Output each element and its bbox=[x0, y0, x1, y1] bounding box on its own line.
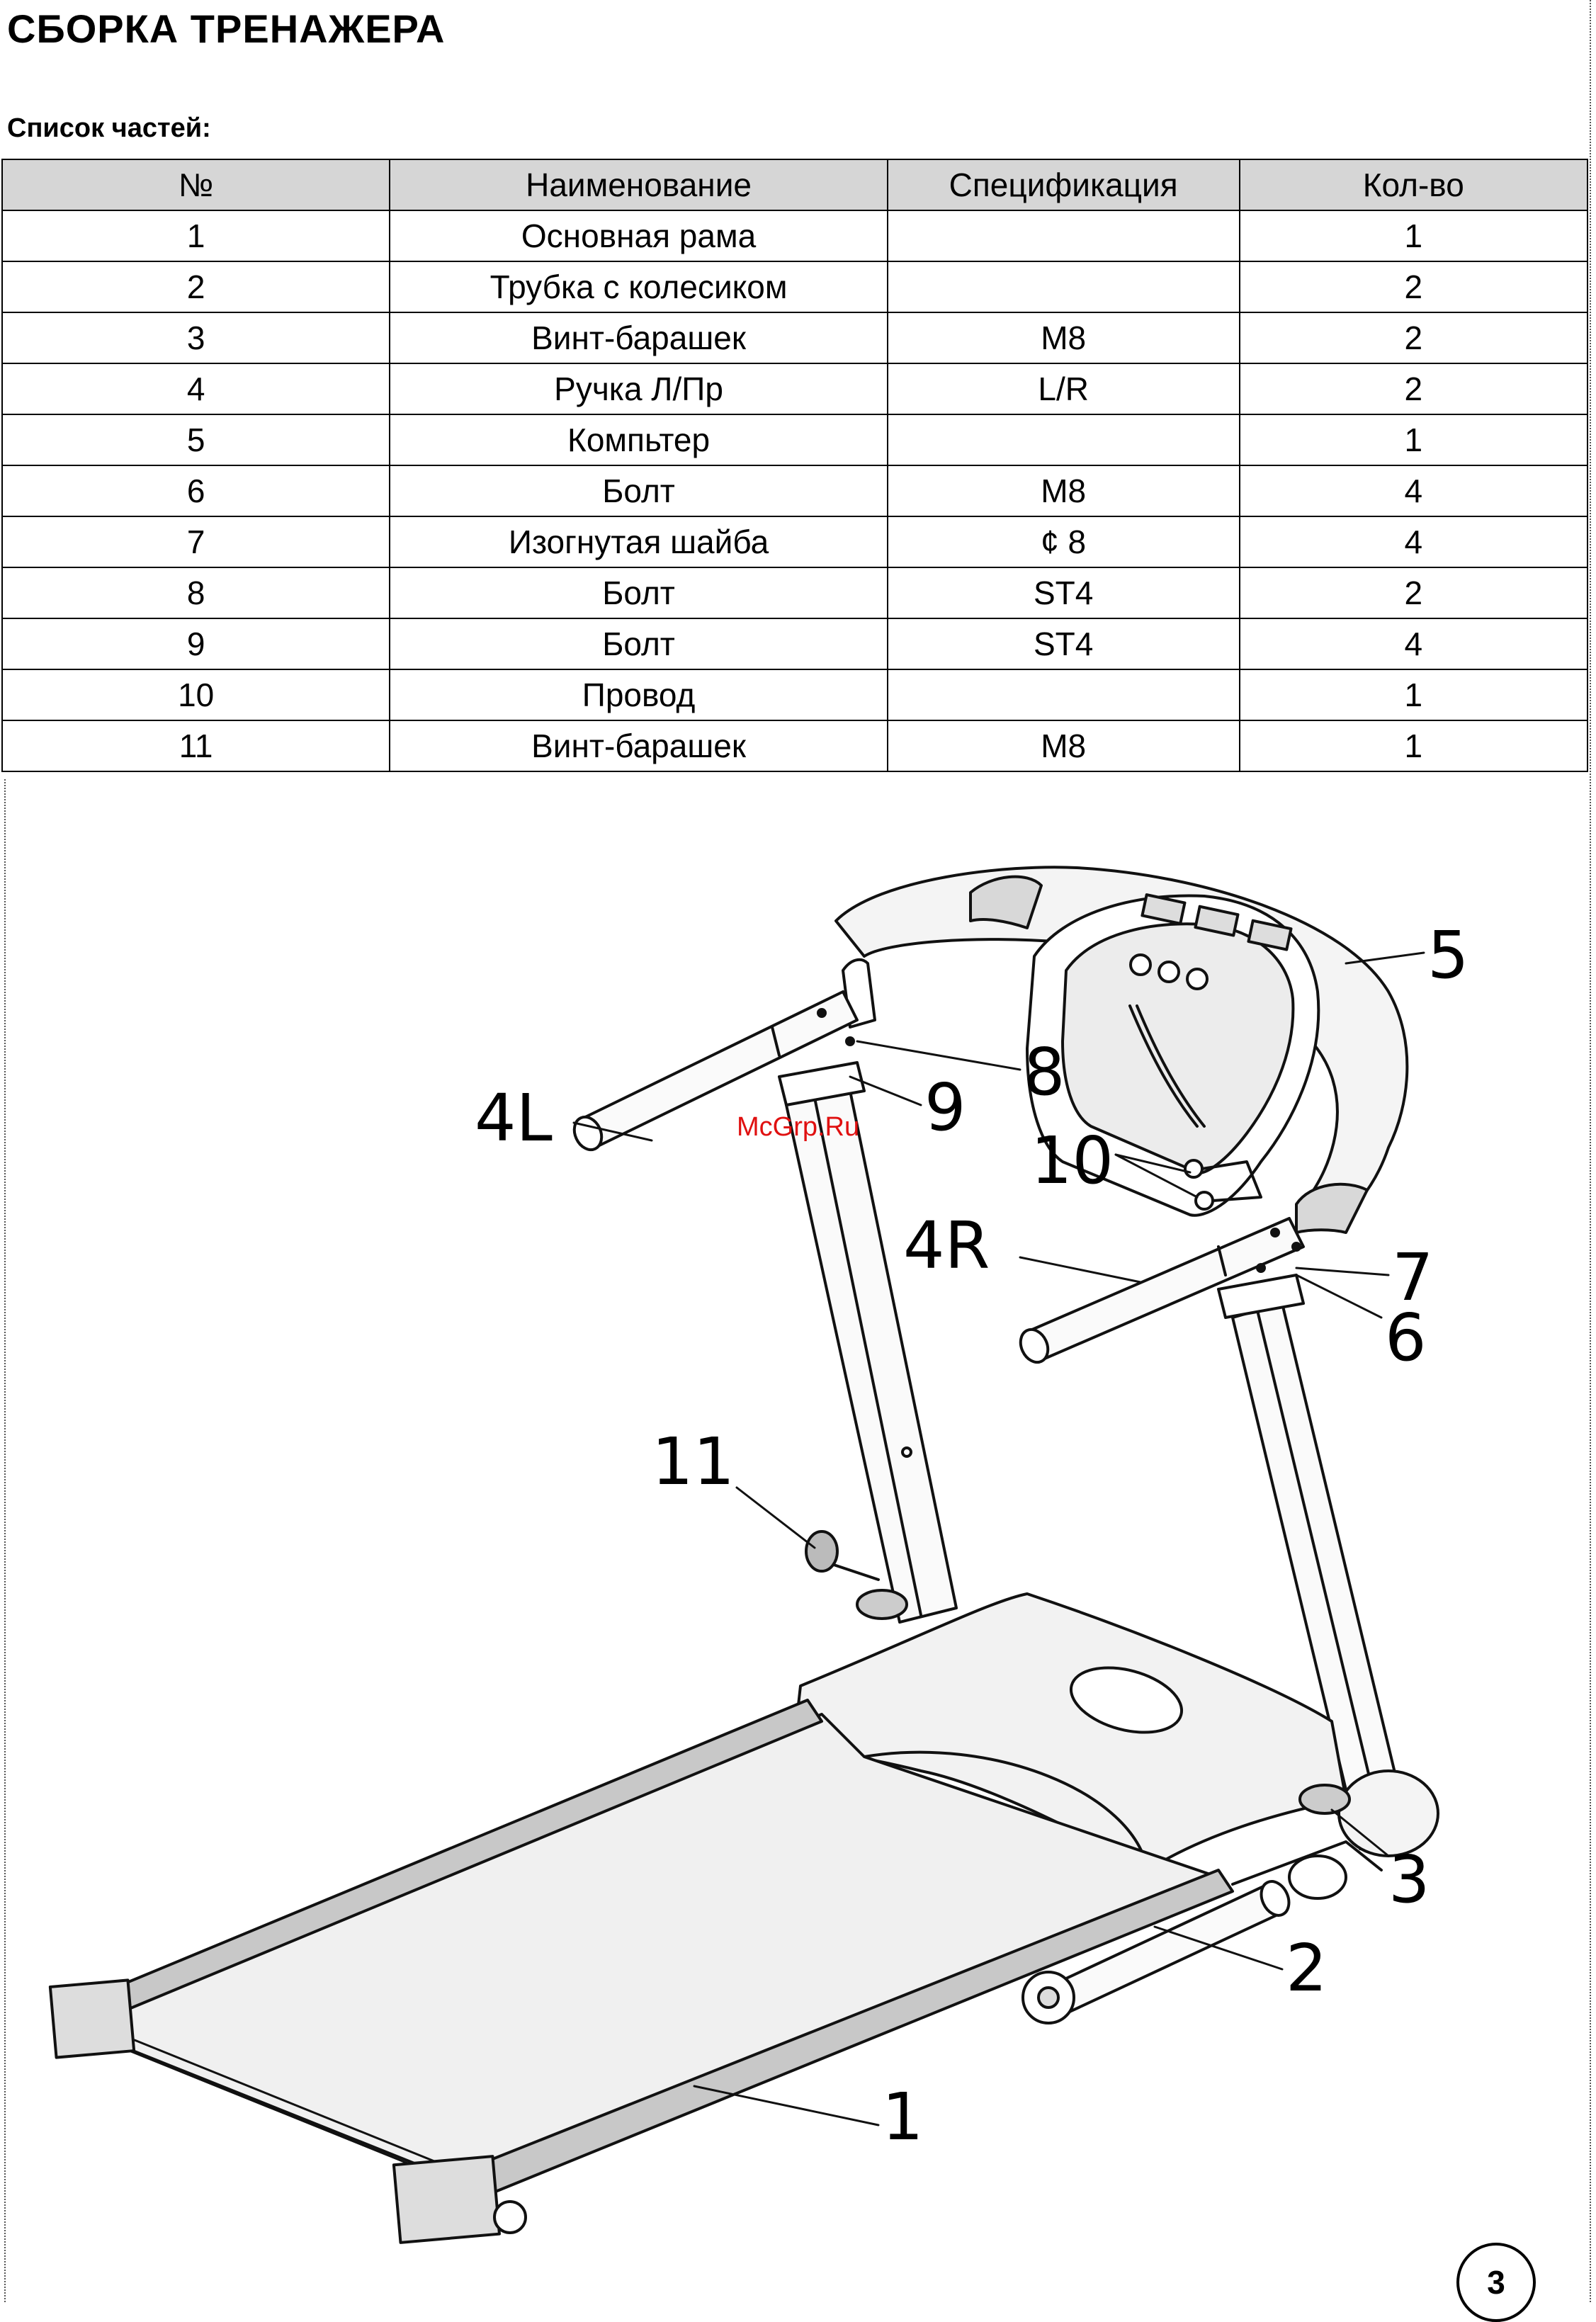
cell-qty: 2 bbox=[1240, 567, 1587, 618]
callout-label-3: 3 bbox=[1388, 1842, 1430, 1918]
cell-qty: 4 bbox=[1240, 465, 1587, 516]
left-upright-part bbox=[779, 1063, 956, 1622]
cell-name: Болт bbox=[390, 465, 887, 516]
cell-number: 1 bbox=[2, 210, 390, 261]
cell-spec: M8 bbox=[888, 720, 1240, 771]
table-row: 5 Компьтер 1 bbox=[2, 414, 1587, 465]
cell-spec: M8 bbox=[888, 465, 1240, 516]
console-part bbox=[836, 867, 1407, 1233]
cell-spec bbox=[888, 210, 1240, 261]
treadmill-exploded-diagram: 5 8 4L 9 10 4R 7 6 11 3 2 1 bbox=[0, 779, 1596, 2321]
cell-spec: ST4 bbox=[888, 618, 1240, 669]
cell-spec bbox=[888, 669, 1240, 720]
table-row: 6 Болт M8 4 bbox=[2, 465, 1587, 516]
cell-qty: 2 bbox=[1240, 312, 1587, 363]
cell-number: 2 bbox=[2, 261, 390, 312]
callout-label-1: 1 bbox=[882, 2079, 924, 2155]
column-header-spec: Спецификация bbox=[888, 159, 1240, 210]
cell-qty: 2 bbox=[1240, 261, 1587, 312]
cell-number: 8 bbox=[2, 567, 390, 618]
cell-name: Компьтер bbox=[390, 414, 887, 465]
cell-number: 7 bbox=[2, 516, 390, 567]
table-row: 8 Болт ST4 2 bbox=[2, 567, 1587, 618]
callout-label-9: 9 bbox=[924, 1070, 966, 1145]
cell-number: 5 bbox=[2, 414, 390, 465]
cell-spec bbox=[888, 261, 1240, 312]
callout-label-4l: 4L bbox=[475, 1080, 553, 1156]
callout-label-6: 6 bbox=[1385, 1300, 1427, 1376]
table-row: 11 Винт-барашек M8 1 bbox=[2, 720, 1587, 771]
cell-number: 10 bbox=[2, 669, 390, 720]
page-number-badge: 3 bbox=[1456, 2243, 1536, 2322]
callout-label-11: 11 bbox=[652, 1424, 735, 1500]
cell-qty: 1 bbox=[1240, 669, 1587, 720]
parts-list-heading: Список частей: bbox=[7, 113, 211, 144]
cell-qty: 1 bbox=[1240, 414, 1587, 465]
callout-label-10: 10 bbox=[1031, 1123, 1114, 1199]
cell-spec: L/R bbox=[888, 363, 1240, 414]
cell-number: 6 bbox=[2, 465, 390, 516]
cell-name: Провод bbox=[390, 669, 887, 720]
callout-label-2: 2 bbox=[1286, 1930, 1328, 2006]
cell-spec: M8 bbox=[888, 312, 1240, 363]
cell-number: 4 bbox=[2, 363, 390, 414]
cell-spec bbox=[888, 414, 1240, 465]
cell-name: Болт bbox=[390, 618, 887, 669]
table-row: 9 Болт ST4 4 bbox=[2, 618, 1587, 669]
table-row: 4 Ручка Л/Пр L/R 2 bbox=[2, 363, 1587, 414]
cell-number: 9 bbox=[2, 618, 390, 669]
callout-label-8: 8 bbox=[1024, 1034, 1065, 1110]
cell-name: Ручка Л/Пр bbox=[390, 363, 887, 414]
cell-spec: ¢ 8 bbox=[888, 516, 1240, 567]
table-row: 3 Винт-барашек M8 2 bbox=[2, 312, 1587, 363]
page-title: СБОРКА ТРЕНАЖЕРА bbox=[7, 6, 445, 52]
cell-name: Винт-барашек bbox=[390, 312, 887, 363]
cell-name: Основная рама bbox=[390, 210, 887, 261]
table-header-row: № Наименование Спецификация Кол-во bbox=[2, 159, 1587, 210]
cell-spec: ST4 bbox=[888, 567, 1240, 618]
table-row: 2 Трубка с колесиком 2 bbox=[2, 261, 1587, 312]
cell-qty: 1 bbox=[1240, 210, 1587, 261]
callout-label-5: 5 bbox=[1427, 917, 1469, 993]
table-row: 7 Изогнутая шайба ¢ 8 4 bbox=[2, 516, 1587, 567]
column-header-name: Наименование bbox=[390, 159, 887, 210]
table-row: 10 Провод 1 bbox=[2, 669, 1587, 720]
cell-number: 11 bbox=[2, 720, 390, 771]
cell-qty: 4 bbox=[1240, 618, 1587, 669]
cell-qty: 2 bbox=[1240, 363, 1587, 414]
callout-label-4r: 4R bbox=[903, 1208, 990, 1284]
parts-table: № Наименование Спецификация Кол-во 1 Осн… bbox=[1, 159, 1588, 772]
cell-qty: 1 bbox=[1240, 720, 1587, 771]
cell-qty: 4 bbox=[1240, 516, 1587, 567]
cell-name: Болт bbox=[390, 567, 887, 618]
cell-number: 3 bbox=[2, 312, 390, 363]
column-header-number: № bbox=[2, 159, 390, 210]
table-row: 1 Основная рама 1 bbox=[2, 210, 1587, 261]
cell-name: Винт-барашек bbox=[390, 720, 887, 771]
watermark: McGrp.Ru bbox=[737, 1112, 859, 1143]
column-header-qty: Кол-во bbox=[1240, 159, 1587, 210]
page-number: 3 bbox=[1487, 2263, 1505, 2301]
cell-name: Трубка с колесиком bbox=[390, 261, 887, 312]
cell-name: Изогнутая шайба bbox=[390, 516, 887, 567]
